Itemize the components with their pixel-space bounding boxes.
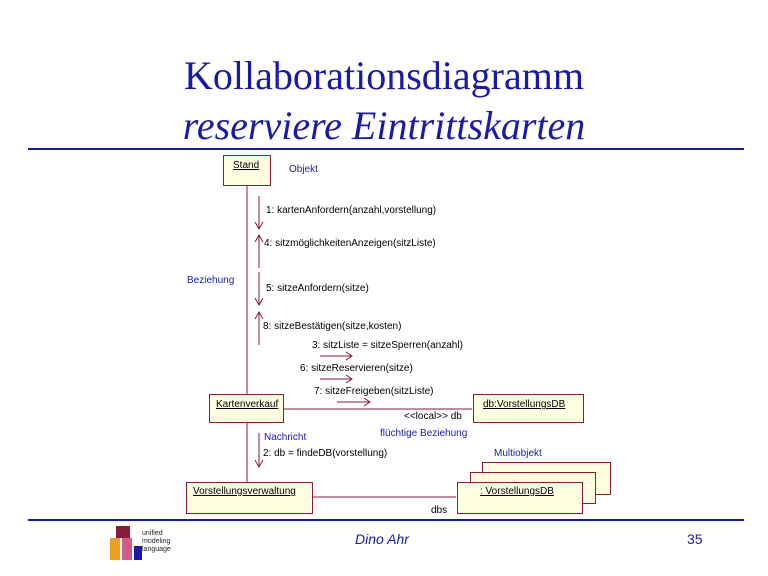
object-vorstellungsdb-label: db:VorstellungsDB [483,399,566,410]
annotation-multiobjekt: Multiobjekt [494,448,542,459]
footer-rule [28,519,744,521]
message-4: 4: sitzmöglichkeitenAnzeigen(sitzListe) [264,238,436,249]
annotation-beziehung: Beziehung [187,275,235,286]
footer-author: Dino Ahr [355,531,409,547]
message-6: 6: sitzeReservieren(sitze) [300,363,413,374]
object-stand-label: Stand [233,160,260,171]
uml-logo: unified modeling language [108,524,188,564]
message-1: 1: kartenAnfordern(anzahl,vorstellung) [266,205,437,216]
title-rule [28,148,744,150]
message-7: 7: sitzeFreigeben(sitzListe) [314,386,434,397]
page-subtitle: reserviere Eintrittskarten [182,103,586,148]
object-vorstellungsdb: db:VorstellungsDB [473,394,584,423]
uml-logo-line-2: modeling [142,538,171,545]
message-3: 3: sitzListe = sitzeSperren(anzahl) [312,340,463,351]
object-vorstellungsverwaltung-label: Vorstellungsverwaltung [193,486,296,497]
object-kartenverkauf: Kartenverkauf [209,394,284,423]
uml-logo-line-3: language [142,546,171,553]
object-vorstellungsverwaltung: Vorstellungsverwaltung [186,482,313,514]
uml-logo-line-1: unified [142,530,163,537]
multiobject-front: : VorstellungsDB [457,482,583,514]
annotation-fluechtige-beziehung: flüchtige Beziehung [380,428,468,439]
object-kartenverkauf-label: Kartenverkauf [216,399,279,410]
link-label-dbs: dbs [431,505,448,516]
message-2: 2: db = findeDB(vorstellung) [263,448,388,459]
annotation-nachricht: Nachricht [264,432,307,443]
page-title: Kollaborationsdiagramm [184,53,584,98]
message-5: 5: sitzeAnfordern(sitze) [266,283,369,294]
link-label-local-db: <<local>> db [404,411,462,422]
annotation-objekt: Objekt [289,164,318,175]
message-8: 8: sitzeBestätigen(sitze,kosten) [263,321,402,332]
multiobject-label: : VorstellungsDB [480,486,554,497]
footer-page-number: 35 [687,531,703,547]
object-stand: Stand [223,155,271,186]
uml-logo-icon [110,526,142,560]
